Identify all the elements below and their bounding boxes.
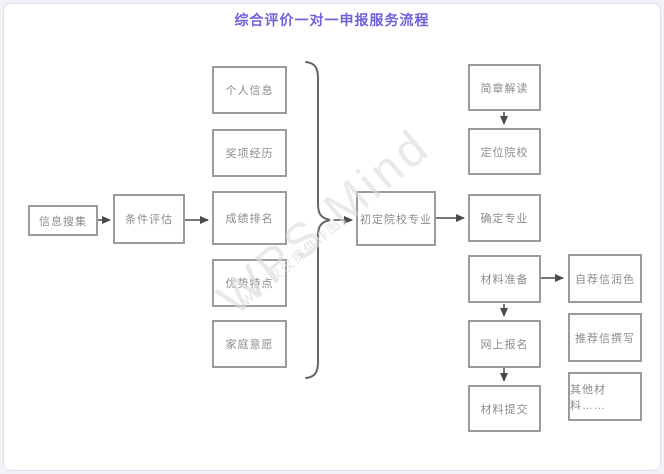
node-label: 个人信息 [225, 85, 274, 97]
node-other-materials[interactable]: 其他材料…… [568, 372, 642, 421]
node-online-registration[interactable]: 网上报名 [468, 320, 541, 368]
node-label: 材料提交 [480, 403, 529, 416]
node-grade-ranking[interactable]: 成绩排名 [212, 191, 287, 245]
node-label: 材料准备 [480, 274, 529, 286]
node-condition-eval[interactable]: 条件评估 [113, 194, 185, 244]
node-label: 优势特点 [225, 278, 274, 290]
node-label: 自荐信润色 [575, 273, 635, 286]
node-label: 推荐信撰写 [575, 332, 635, 345]
node-label: 条件评估 [125, 214, 173, 226]
node-initial-school-major[interactable]: 初定院校专业 [356, 191, 436, 246]
node-self-recommendation-polish[interactable]: 自荐信润色 [568, 254, 642, 303]
node-strengths[interactable]: 优势特点 [212, 259, 287, 307]
node-confirm-major[interactable]: 确定专业 [468, 194, 541, 242]
page-title: 综合评价一对一申报服务流程 [234, 12, 430, 28]
node-material-submission[interactable]: 材料提交 [468, 385, 541, 432]
node-target-schools[interactable]: 定位院校 [468, 128, 541, 175]
node-label: 确定专业 [480, 213, 529, 225]
node-family-wishes[interactable]: 家庭意愿 [212, 320, 287, 368]
node-award-experience[interactable]: 奖项经历 [212, 129, 287, 177]
node-label: 成绩排名 [225, 213, 274, 225]
diagram-canvas [3, 3, 661, 471]
node-label: 初定院校专业 [360, 213, 432, 226]
node-personal-info[interactable]: 个人信息 [212, 66, 287, 114]
node-label: 家庭意愿 [225, 339, 274, 351]
node-label: 其他材料…… [570, 383, 606, 412]
node-info-collect[interactable]: 信息搜集 [28, 205, 98, 236]
node-label: 定位院校 [480, 146, 529, 159]
node-label: 简章解读 [480, 82, 529, 95]
node-recommendation-writing[interactable]: 推荐信撰写 [568, 313, 642, 362]
group-brace [305, 61, 331, 379]
node-label: 奖项经历 [225, 148, 274, 160]
node-label: 网上报名 [480, 339, 529, 351]
node-material-prep[interactable]: 材料准备 [468, 255, 541, 303]
node-brochure-reading[interactable]: 简章解读 [468, 64, 541, 111]
node-label: 信息搜集 [39, 215, 87, 228]
